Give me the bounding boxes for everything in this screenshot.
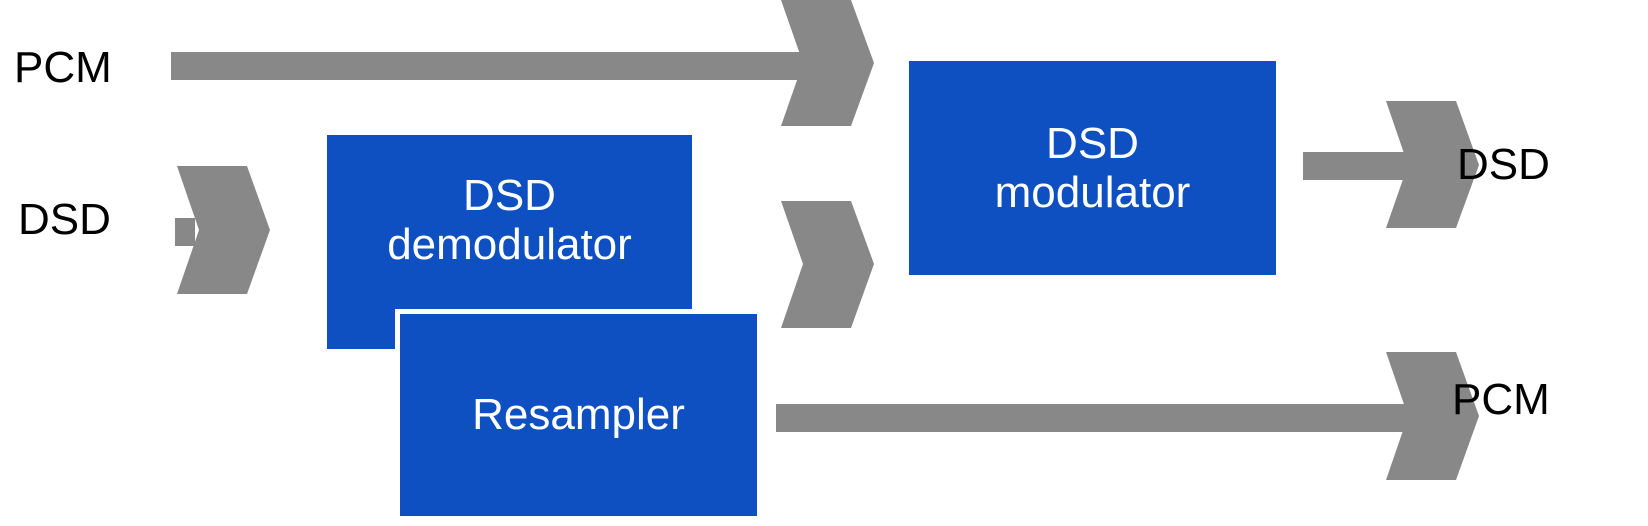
- arrow-dsd-input: [175, 166, 270, 294]
- arrow-dsd-output-head: [1386, 101, 1479, 228]
- block-dsd-modulator-line1: DSD: [1046, 118, 1139, 168]
- block-resampler: Resampler: [395, 309, 762, 521]
- arrow-pcm-output-shaft: [776, 404, 1413, 432]
- block-resampler-label: Resampler: [472, 390, 685, 440]
- label-pcm-input: PCM: [14, 43, 112, 92]
- arrow-demod-to-modulator: [781, 201, 874, 328]
- arrow-dsd-input-head: [177, 166, 270, 294]
- arrow-pcm-input: [171, 0, 874, 126]
- block-dsd-demodulator-line1: DSD: [463, 170, 556, 220]
- block-dsd-demodulator-line2: demodulator: [387, 220, 632, 269]
- arrow-dsd-input-stub: [175, 218, 195, 246]
- block-dsd-modulator-line2: modulator: [994, 168, 1191, 217]
- block-dsd-modulator: DSD modulator: [909, 61, 1276, 275]
- arrow-pcm-output: [776, 352, 1479, 480]
- arrow-pcm-input-head: [781, 0, 874, 126]
- arrow-dsd-output: [1303, 101, 1479, 228]
- arrow-pcm-input-shaft: [171, 52, 803, 80]
- label-dsd-input: DSD: [18, 195, 111, 244]
- arrow-demod-to-modulator-head: [781, 201, 874, 328]
- label-pcm-output: PCM: [1452, 375, 1550, 424]
- label-dsd-output: DSD: [1457, 140, 1550, 189]
- arrow-pcm-output-head: [1386, 352, 1479, 480]
- arrow-dsd-output-shaft: [1303, 152, 1413, 180]
